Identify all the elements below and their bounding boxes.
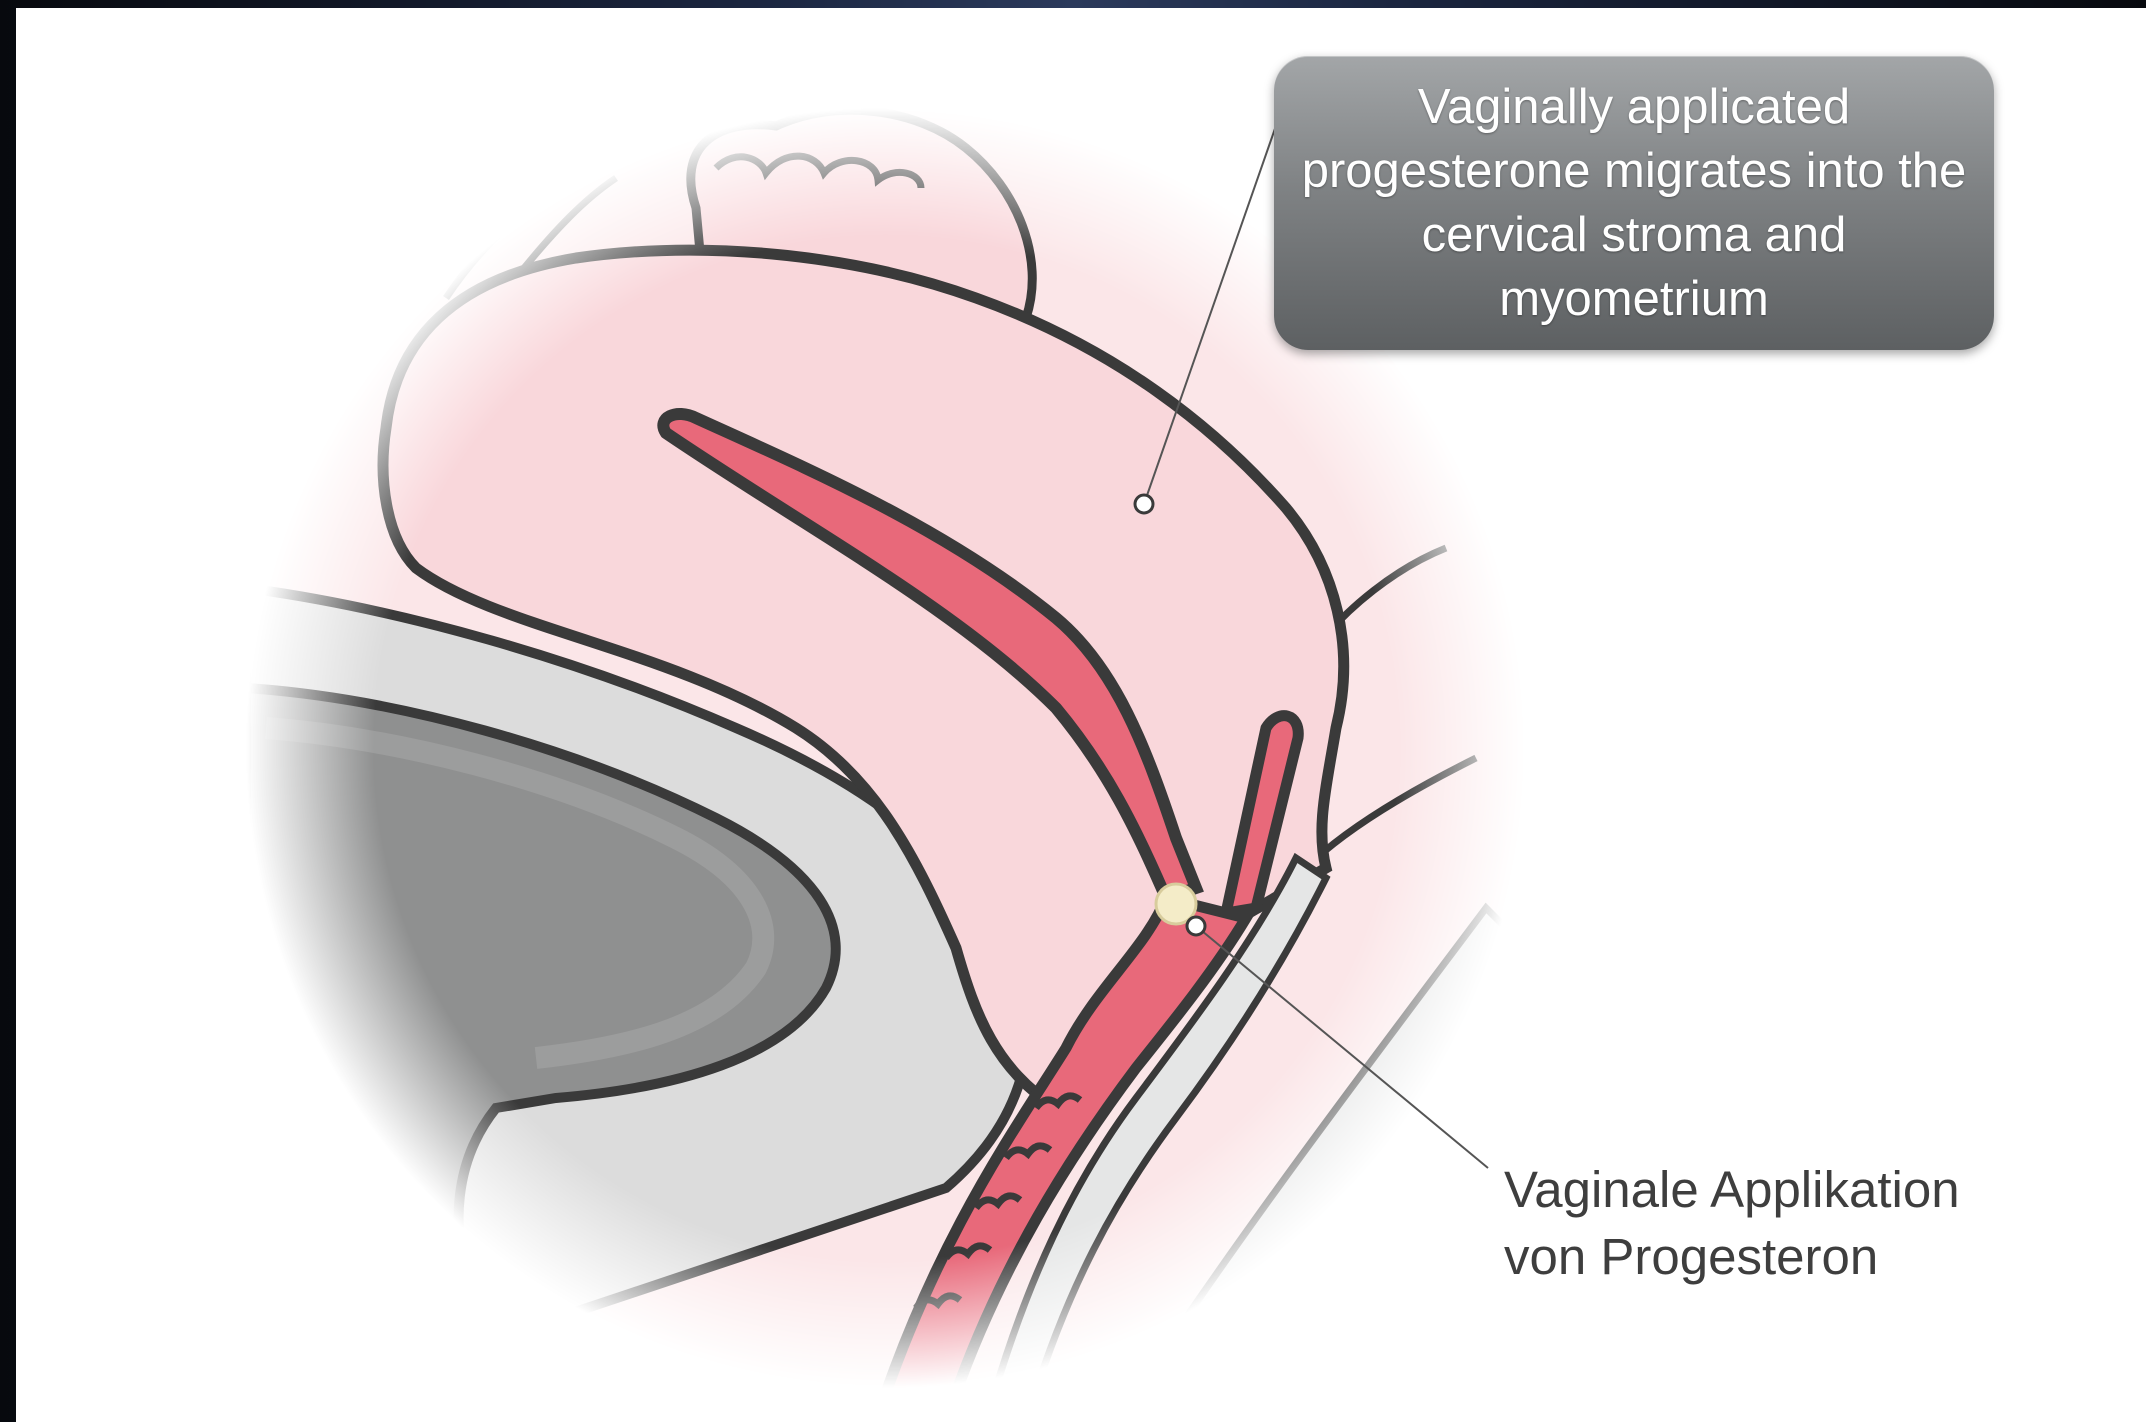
- callout-text: Vaginally applicated progesterone migrat…: [1294, 75, 1974, 331]
- slide-canvas: Vaginally applicated progesterone migrat…: [16, 8, 2146, 1422]
- callout-box: Vaginally applicated progesterone migrat…: [1274, 56, 1994, 350]
- callout-anchor-dot: [1135, 495, 1153, 513]
- pessary-label: Vaginale Applikation von Progesteron: [1504, 1156, 1960, 1290]
- pessary-label-line2: von Progesteron: [1504, 1223, 1960, 1290]
- label-anchor-dot: [1187, 917, 1205, 935]
- pessary-label-line1: Vaginale Applikation: [1504, 1156, 1960, 1223]
